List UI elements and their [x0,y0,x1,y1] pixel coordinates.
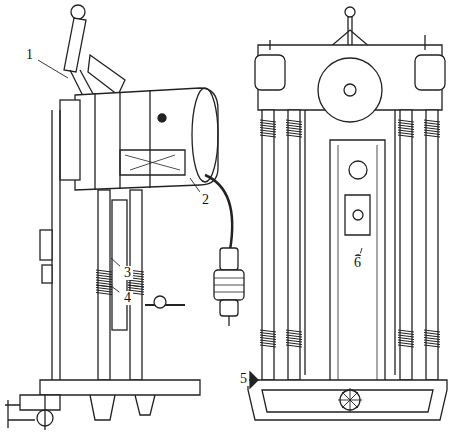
coil-stroke [260,338,276,340]
coil-stroke [286,338,302,340]
coil-stroke [96,278,112,280]
coil-stroke [398,330,414,332]
coil-stroke [286,125,302,127]
spring-coils [96,120,440,347]
coil-stroke [260,343,276,345]
side-view [5,5,244,430]
coil-stroke [286,340,302,342]
coil-stroke [128,280,144,282]
callout-number: 6 [352,256,363,270]
coil-stroke [260,130,276,132]
leader-line [190,178,200,192]
coil-stroke [286,123,302,125]
coil-stroke [424,133,440,135]
leader-line [111,258,120,266]
coil-stroke [260,120,276,122]
coil-stroke [424,123,440,125]
leader-line [360,248,362,253]
coil-stroke [260,123,276,125]
coil-stroke [398,333,414,335]
coil-stroke [398,340,414,342]
coil-stroke [96,285,112,287]
coil-stroke [96,280,112,282]
coil-stroke [398,335,414,337]
coil-stroke [286,130,302,132]
coil-stroke [398,343,414,345]
coil-stroke [424,343,440,345]
coil-stroke [424,135,440,137]
coil-stroke [286,343,302,345]
coil-stroke [96,283,112,285]
coil-stroke [260,125,276,127]
coil-stroke [398,120,414,122]
coil-stroke [424,120,440,122]
leader-line [253,378,255,379]
front-view [248,7,447,420]
coil-stroke [128,288,144,290]
coil-stroke [424,333,440,335]
coil-stroke [286,330,302,332]
coil-stroke [96,290,112,292]
coil-stroke [398,125,414,127]
coil-stroke [96,288,112,290]
coil-stroke [424,130,440,132]
coil-stroke [260,335,276,337]
coil-stroke [398,123,414,125]
coil-stroke [424,338,440,340]
coil-stroke [286,335,302,337]
coil-stroke [260,340,276,342]
coil-stroke [424,335,440,337]
coil-stroke [424,125,440,127]
coil-stroke [96,270,112,272]
coil-stroke [286,128,302,130]
coil-stroke [128,285,144,287]
coil-stroke [286,120,302,122]
leader-line [38,60,68,78]
coil-stroke [260,345,276,347]
coil-stroke [260,133,276,135]
coil-stroke [260,135,276,137]
callout-number: 3 [122,266,133,280]
coil-stroke [286,135,302,137]
coil-stroke [424,128,440,130]
coil-stroke [128,283,144,285]
leader-line [111,286,119,292]
coil-stroke [398,338,414,340]
callout-number: 2 [200,193,211,207]
coil-stroke [260,330,276,332]
coil-stroke [398,128,414,130]
coil-stroke [96,275,112,277]
callout-number: 5 [238,372,249,386]
coil-stroke [398,133,414,135]
callout-number: 4 [122,291,133,305]
callout-number: 1 [24,48,35,62]
coil-stroke [286,133,302,135]
coil-stroke [96,293,112,295]
coil-stroke [260,128,276,130]
coil-stroke [398,130,414,132]
coil-stroke [96,273,112,275]
coil-stroke [286,333,302,335]
coil-stroke [424,340,440,342]
coil-stroke [424,330,440,332]
leader-lines [38,60,362,378]
coil-stroke [286,345,302,347]
coil-stroke [260,333,276,335]
coil-stroke [398,345,414,347]
coil-stroke [128,285,144,287]
coil-stroke [398,135,414,137]
coil-stroke [96,285,112,287]
coil-stroke [424,345,440,347]
